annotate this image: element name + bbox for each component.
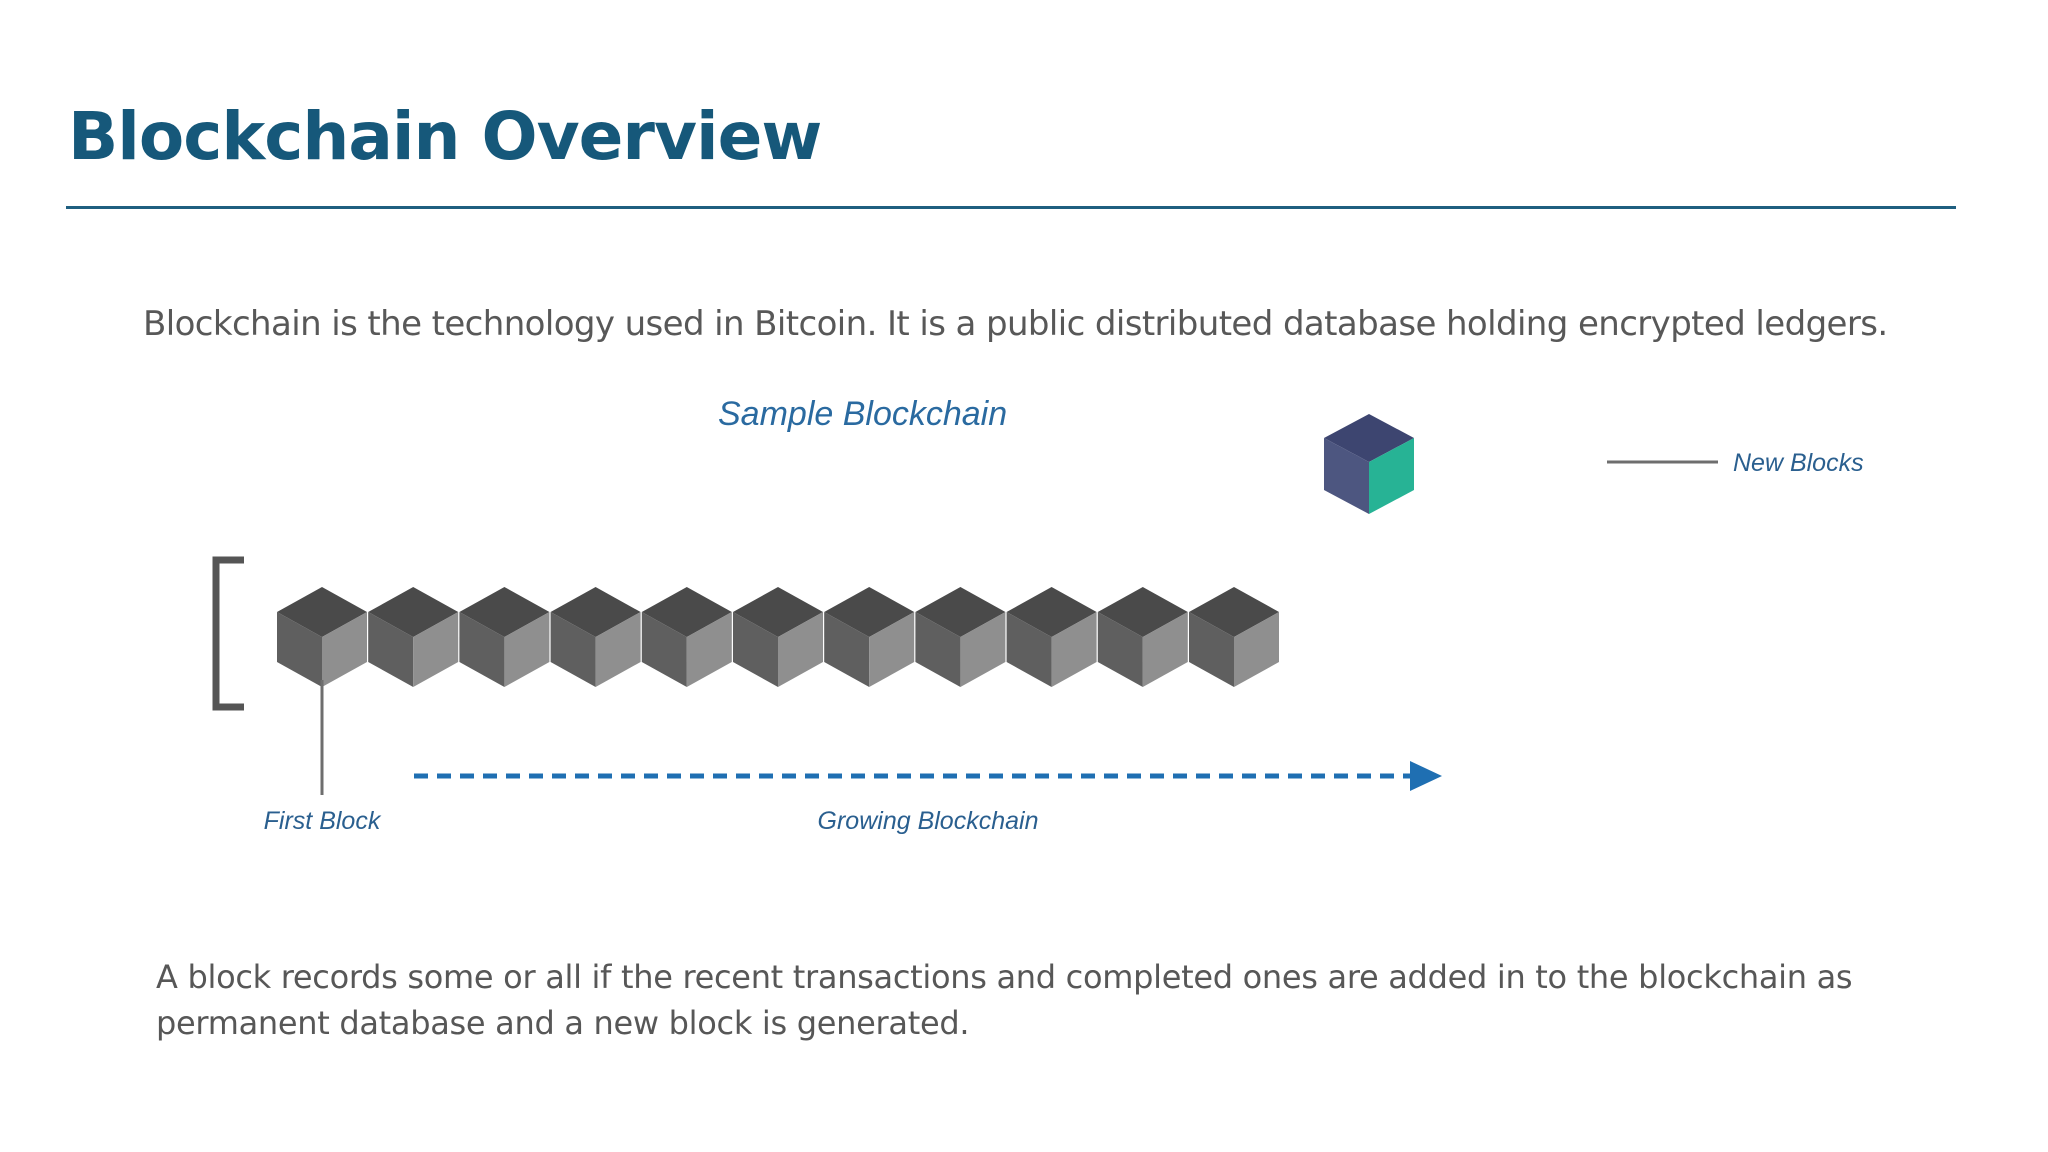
chain-block-11 <box>1189 587 1279 687</box>
chain-block-10 <box>1098 587 1188 687</box>
first-block-label: First Block <box>264 807 382 835</box>
chain-start-bracket <box>216 560 244 707</box>
chain-block-1 <box>277 587 367 687</box>
new-blocks-label: New Blocks <box>1733 449 1864 477</box>
chain-block-4 <box>551 587 641 687</box>
diagram-title: Sample Blockchain <box>718 395 1007 433</box>
growing-blockchain-label: Growing Blockchain <box>818 807 1039 835</box>
chain-block-5 <box>642 587 732 687</box>
chain-blocks <box>277 587 1279 687</box>
chain-block-6 <box>733 587 823 687</box>
chain-block-8 <box>915 587 1005 687</box>
chain-block-3 <box>459 587 549 687</box>
growth-arrow-head <box>1410 761 1442 791</box>
footer-text: A block records some or all if the recen… <box>156 954 1956 1046</box>
new-block-cube <box>1324 414 1414 514</box>
chain-block-7 <box>824 587 914 687</box>
chain-block-2 <box>368 587 458 687</box>
chain-block-9 <box>1007 587 1097 687</box>
